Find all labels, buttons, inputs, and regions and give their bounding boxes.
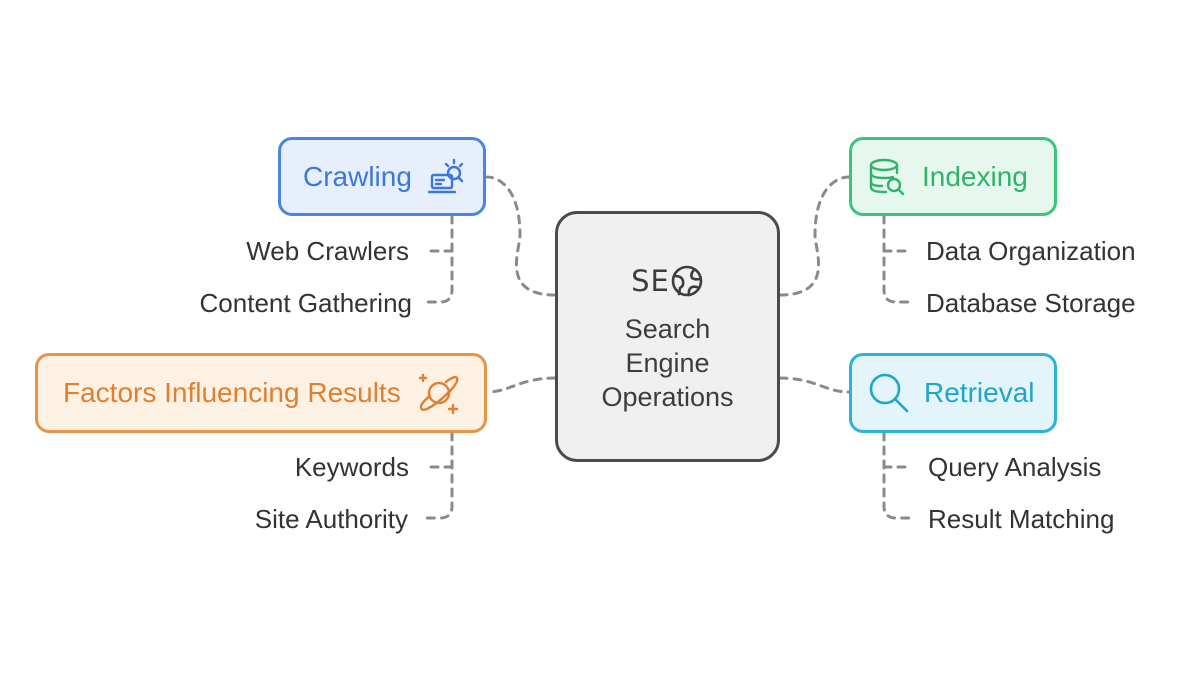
connector-center-factors	[485, 376, 557, 394]
indexing-item-data-organization: Data Organization	[926, 236, 1136, 266]
node-crawling: Crawling	[278, 137, 486, 216]
connector-indexing-items	[882, 214, 912, 304]
factors-item-site-authority: Site Authority	[254, 504, 408, 534]
planet-sparkle-icon	[415, 369, 463, 417]
node-factors: Factors Influencing Results	[35, 353, 487, 433]
indexing-label: Indexing	[922, 160, 1028, 192]
indexing-item-database-storage: Database Storage	[926, 288, 1136, 318]
laptop-search-icon	[426, 155, 470, 199]
connector-center-retrieval	[778, 376, 851, 394]
retrieval-item-result-matching: Result Matching	[928, 504, 1115, 534]
connector-crawling-items	[422, 214, 454, 304]
seo-globe-icon: SE	[631, 264, 704, 298]
globe-icon	[671, 265, 703, 296]
connector-retrieval-items	[882, 431, 912, 520]
retrieval-item-query-analysis: Query Analysis	[928, 452, 1102, 482]
factors-label: Factors Influencing Results	[63, 377, 401, 408]
database-search-icon	[866, 155, 910, 199]
seo-icon-text: SE	[631, 263, 670, 298]
center-title: Search Engine Operations	[601, 313, 734, 412]
crawling-label: Crawling	[303, 160, 412, 192]
factors-item-keywords: Keywords	[294, 452, 409, 482]
connector-center-crawling	[485, 175, 557, 297]
magnifier-icon	[866, 370, 912, 416]
connector-center-indexing	[778, 175, 851, 297]
connector-factors-items	[422, 431, 454, 520]
crawling-item-content-gathering: Content Gathering	[199, 288, 412, 318]
retrieval-label: Retrieval	[924, 377, 1035, 408]
center-node: SE Search Engine Operations	[555, 211, 780, 462]
crawling-item-web-crawlers: Web Crawlers	[246, 236, 409, 266]
node-indexing: Indexing	[849, 137, 1057, 216]
node-retrieval: Retrieval	[849, 353, 1057, 433]
